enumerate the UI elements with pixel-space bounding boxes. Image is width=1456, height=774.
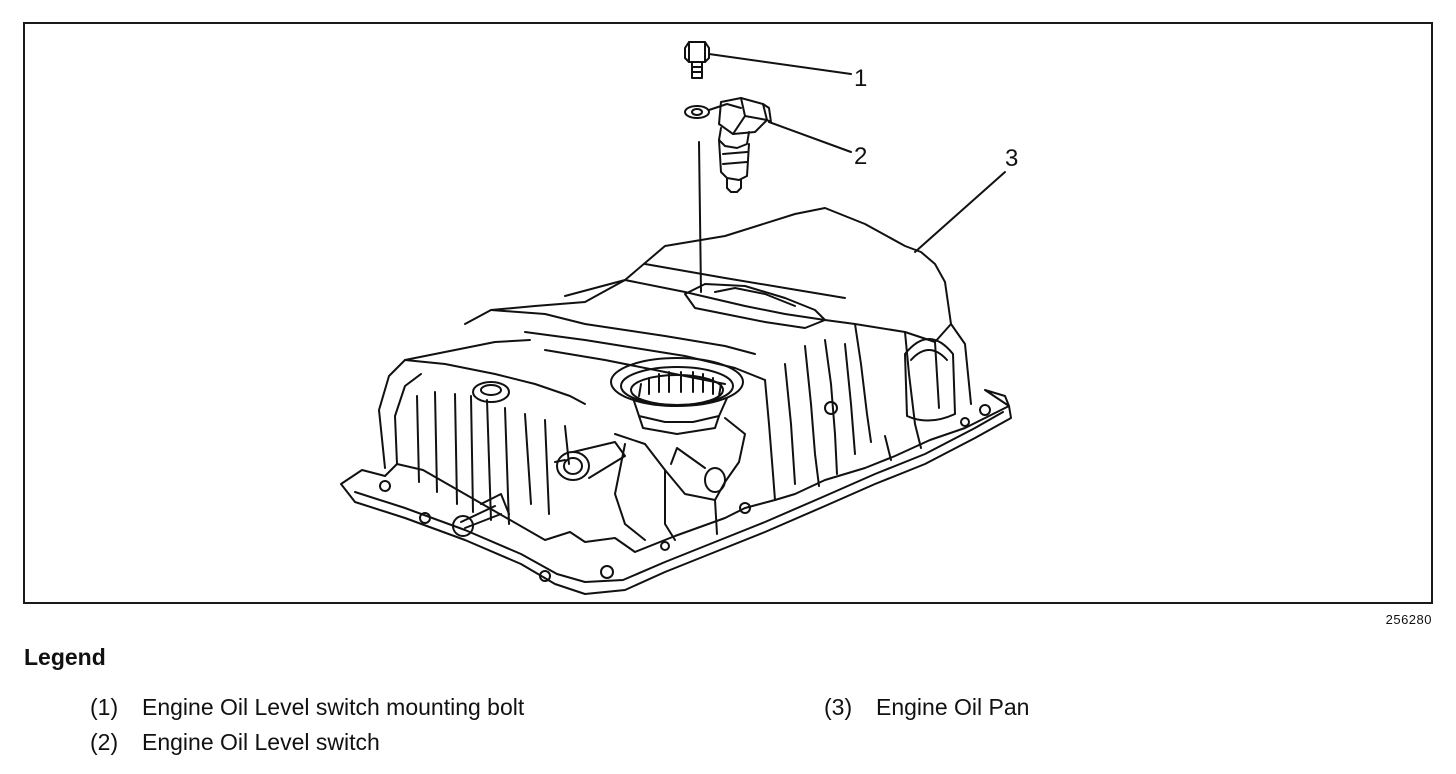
leader-line-2 xyxy=(768,121,852,153)
mounting-bolt xyxy=(684,41,710,79)
alignment-line xyxy=(698,141,702,293)
legend-item-label: Engine Oil Level switch mounting bolt xyxy=(142,694,525,720)
callout-3: 3 xyxy=(1005,145,1018,172)
figure-frame: 1 2 3 xyxy=(23,22,1433,604)
oil-pan xyxy=(340,207,1012,595)
oil-level-switch xyxy=(684,97,772,193)
callout-1: 1 xyxy=(854,65,867,92)
leader-line-1 xyxy=(708,53,852,75)
leader-line-3 xyxy=(914,171,1006,253)
legend-title: Legend xyxy=(24,644,106,670)
leader-lines xyxy=(708,53,1006,253)
legend-item-label: Engine Oil Pan xyxy=(876,694,1030,720)
figure-id: 256280 xyxy=(1385,612,1432,627)
legend-item: (3) Engine Oil Pan xyxy=(824,694,1029,721)
legend-item-number: (1) xyxy=(90,694,119,720)
oil-pan-illustration: 1 2 3 xyxy=(340,41,1018,595)
legend-item-number: (3) xyxy=(824,694,853,720)
legend-item: (2) Engine Oil Level switch xyxy=(90,729,380,756)
callout-2: 2 xyxy=(854,143,867,170)
legend-item: (1) Engine Oil Level switch mounting bolt xyxy=(90,694,524,721)
legend-item-label: Engine Oil Level switch xyxy=(142,729,380,755)
legend-item-number: (2) xyxy=(90,729,119,755)
